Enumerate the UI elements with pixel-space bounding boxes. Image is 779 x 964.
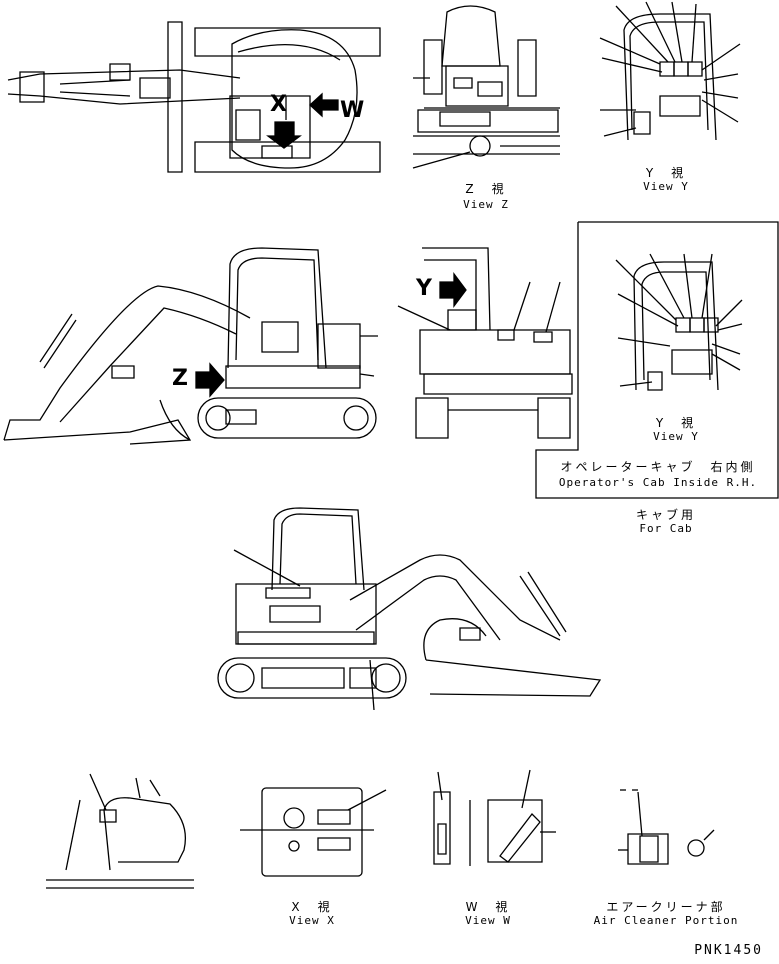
view-w-drawing: [434, 770, 556, 866]
cab-inside-box: [536, 222, 778, 498]
view-y-top-label-jp: Y 視: [645, 166, 687, 180]
cab-box-label-jp: オペレーターキャブ 右内側: [560, 460, 756, 474]
side-view-excavator: [4, 248, 378, 444]
cab-box-label-en: Operator's Cab Inside R.H.: [558, 476, 758, 489]
view-w-label-en: View W: [465, 914, 511, 927]
arrow-label-y: Y: [416, 276, 432, 301]
seat-view-drawing: [46, 774, 194, 888]
view-y-top-drawing: [600, 2, 740, 140]
arrow-label-z: Z: [172, 366, 188, 391]
air-cleaner-label-jp: エアークリーナ部: [606, 900, 726, 914]
view-w-label-jp: W 視: [465, 900, 511, 914]
view-z-label-en: View Z: [463, 198, 509, 211]
view-z-label-jp: Z 視: [465, 182, 507, 196]
air-cleaner-drawing: [618, 790, 714, 864]
lower-view-excavator: [218, 508, 600, 710]
view-y-top-label-en: View Y: [643, 180, 689, 193]
top-view-excavator: [8, 22, 380, 172]
for-cab-label-jp: キャブ用: [635, 508, 697, 522]
view-y-cab-label-jp: Y 視: [655, 416, 697, 430]
for-cab-label-en: For Cab: [639, 522, 693, 535]
view-x-drawing: [240, 788, 386, 876]
arrow-label-x: X: [270, 92, 287, 117]
air-cleaner-label-en: Air Cleaner Portion: [593, 914, 739, 927]
view-x-label-en: View X: [289, 914, 335, 927]
rear-view-excavator: [398, 248, 572, 438]
drawing-code: PNK1450: [694, 943, 763, 958]
view-y-cab-label-en: View Y: [653, 430, 699, 443]
view-z-drawing: [413, 6, 560, 168]
arrow-label-w: W: [340, 98, 365, 123]
view-x-label-jp: X 視: [291, 900, 333, 914]
